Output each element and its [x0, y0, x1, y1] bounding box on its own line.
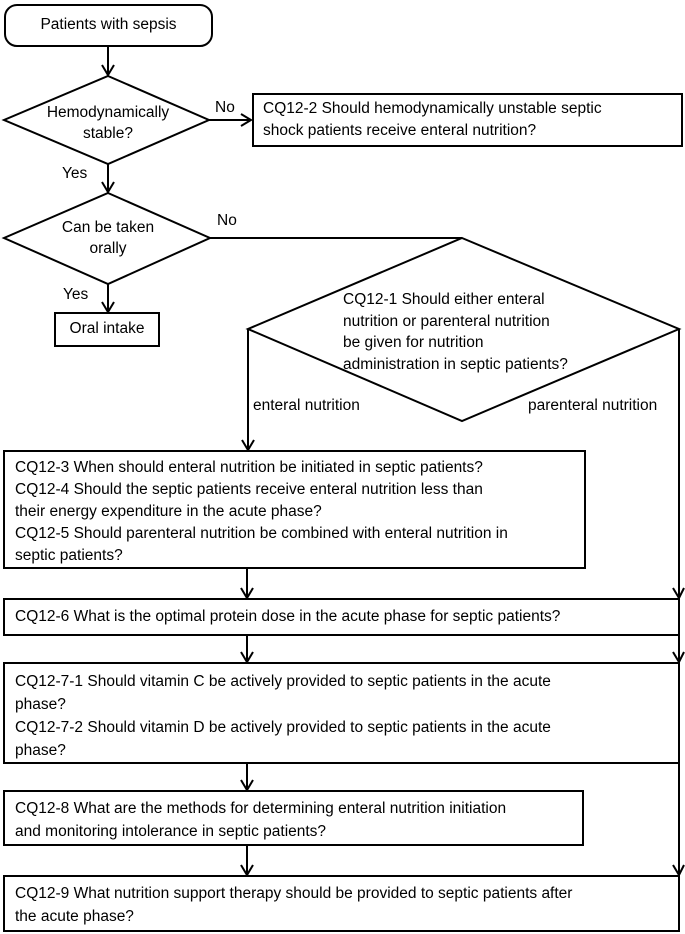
cq12-1-line: administration in septic patients?: [343, 355, 568, 373]
edge-label-enteral-nutrition: enteral nutrition: [253, 397, 360, 414]
cq12-7-line: phase?: [15, 696, 66, 713]
arrowhead-into-oral-decision: [101, 181, 115, 194]
node-cq12-8: CQ12-8 What are the methods for determin…: [3, 790, 584, 846]
edge-label-no-oral: No: [217, 212, 237, 229]
decision-oral-label: Can be taken orally: [28, 217, 188, 259]
cq12-7-line: CQ12-7-2 Should vitamin D be actively pr…: [15, 719, 551, 736]
node-cq12-7: CQ12-7-1 Should vitamin C be actively pr…: [3, 662, 680, 764]
edge-label-yes-hemodynamic: Yes: [62, 165, 88, 182]
cq12-1-line: nutrition or parenteral nutrition: [343, 312, 550, 330]
cq12-7-line: phase?: [15, 742, 66, 759]
arrowhead-into-cq12-2: [240, 113, 253, 127]
cq12-345-line: CQ12-5 Should parenteral nutrition be co…: [15, 525, 508, 542]
decision-hemodynamic-label: Hemodynamically stable?: [28, 102, 188, 144]
decision-oral-line: Can be taken: [61, 219, 155, 236]
edge-label-parenteral-nutrition: parenteral nutrition: [528, 397, 658, 414]
cq12-1-line: be given for nutrition: [343, 334, 484, 351]
decision-hemodynamic-line: Hemodynamically: [46, 104, 170, 121]
cq12-8-line: and monitoring intolerance in septic pat…: [15, 823, 327, 840]
node-cq12-9: CQ12-9 What nutrition support therapy sh…: [3, 875, 680, 932]
cq12-9-line: the acute phase?: [15, 908, 134, 925]
decision-cq12-1-diamond: [245, 236, 682, 423]
cq12-8-line: CQ12-8 What are the methods for determin…: [15, 800, 507, 817]
node-cq12-3-4-5: CQ12-3 When should enteral nutrition be …: [3, 450, 586, 569]
decision-oral-line: orally: [89, 240, 127, 257]
arrowhead-into-hemodynamic: [101, 64, 115, 77]
cq12-345-line: CQ12-3 When should enteral nutrition be …: [15, 459, 483, 476]
edge-label-no-hemodynamic: No: [215, 99, 235, 116]
cq12-7-line: CQ12-7-1 Should vitamin C be actively pr…: [15, 673, 551, 690]
cq12-345-line: septic patients?: [15, 547, 123, 564]
cq12-9-line: CQ12-9 What nutrition support therapy sh…: [15, 885, 573, 902]
node-patients-with-sepsis: Patients with sepsis: [4, 4, 213, 47]
cq12-1-line: CQ12-1 Should either enteral: [343, 291, 545, 308]
node-cq12-6: CQ12-6 What is the optimal protein dose …: [3, 598, 680, 636]
decision-cq12-1-label: CQ12-1 Should either enteral nutrition o…: [343, 289, 568, 375]
decision-hemodynamic-line: stable?: [83, 125, 133, 142]
node-cq12-2: CQ12-2 Should hemodynamically unstable s…: [252, 93, 683, 147]
node-oral-intake: Oral intake: [54, 312, 160, 347]
edge-label-yes-oral: Yes: [63, 286, 89, 303]
cq12-2-line: CQ12-2 Should hemodynamically unstable s…: [263, 100, 602, 117]
cq12-345-line: CQ12-4 Should the septic patients receiv…: [15, 481, 483, 498]
cq12-6-line: CQ12-6 What is the optimal protein dose …: [15, 608, 561, 625]
cq12-345-line: their energy expenditure in the acute ph…: [15, 503, 322, 520]
cq12-2-line: shock patients receive enteral nutrition…: [263, 122, 537, 139]
